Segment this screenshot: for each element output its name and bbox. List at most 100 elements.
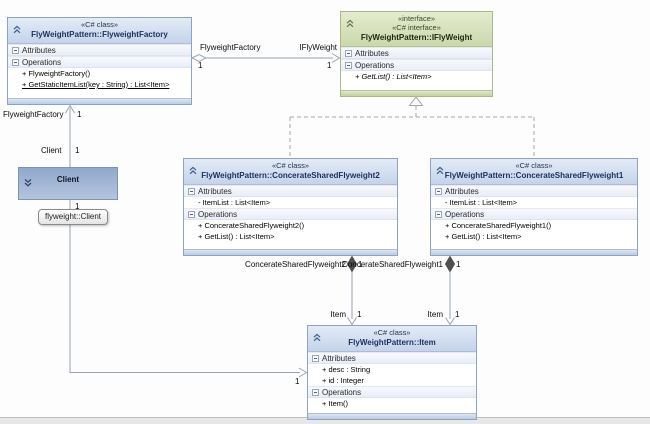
- collapse-minus-icon: [188, 187, 195, 195]
- operations-section-header[interactable]: Operations: [431, 208, 637, 220]
- collapse-chevron-icon[interactable]: [312, 329, 322, 342]
- multiplicity-label: 1: [357, 310, 362, 319]
- role-label: Item: [427, 310, 443, 319]
- member-row[interactable]: + id : Integer: [322, 376, 364, 385]
- collapse-minus-icon: [188, 210, 195, 218]
- multiplicity-label: 1: [295, 377, 300, 386]
- attributes-section-header[interactable]: Attributes: [308, 352, 476, 364]
- section-label: Attributes: [322, 353, 356, 363]
- composition-flyweight1-item[interactable]: [444, 255, 456, 326]
- operations-section-header[interactable]: Operations: [184, 208, 397, 220]
- class-footer-bar: [431, 249, 637, 255]
- interface-title: FlyWeightPattern::IFlyWeight: [360, 33, 473, 42]
- attributes-section-header[interactable]: Attributes: [184, 185, 397, 197]
- class-stereotype: «C# class»: [80, 20, 119, 29]
- multiplicity-label: 1: [75, 202, 80, 211]
- interface-stereotype: «interface»: [397, 14, 436, 23]
- class-title: FlyWeightPattern::ConcerateSharedFlyweig…: [201, 171, 380, 180]
- composition-flyweight2-item[interactable]: [346, 255, 358, 326]
- interface-stereotype-csharp: «C# interface»: [392, 23, 441, 32]
- member-row[interactable]: + FlyweightFactory(): [22, 69, 91, 78]
- realization-connector[interactable]: [289, 96, 535, 157]
- interface-header: «interface» «C# interface» FlyWeightPatt…: [341, 12, 492, 47]
- multiplicity-label: 1: [327, 61, 332, 70]
- member-row[interactable]: + GetStaticItemList(key : String) : List…: [22, 80, 170, 89]
- operations-section-header[interactable]: Operations: [341, 59, 492, 71]
- collapse-chevron-icon[interactable]: [12, 21, 22, 34]
- member-row[interactable]: + ConcerateSharedFlyweight1(): [445, 221, 552, 230]
- role-label: IFlyWeight: [299, 43, 337, 52]
- tooltip: flyweight::Client: [38, 209, 109, 225]
- member-row[interactable]: + ConcerateSharedFlyweight2(): [198, 221, 305, 230]
- association-client-factory[interactable]: [65, 104, 75, 168]
- class-header: «C# class» FlyWeightPattern::FlyweightFa…: [8, 18, 191, 44]
- role-label: FlyweightFactory: [200, 43, 261, 52]
- association-client-item[interactable]: [69, 200, 308, 378]
- multiplicity-label: 1: [455, 310, 460, 319]
- role-label: Client: [41, 146, 62, 155]
- class-stereotype: «C# class»: [515, 161, 553, 170]
- collapse-minus-icon: [12, 58, 19, 66]
- member-row[interactable]: + desc : String: [322, 365, 371, 374]
- class-title: FlyWeightPattern::ConcerateSharedFlyweig…: [444, 171, 624, 180]
- section-label: Operations: [355, 60, 395, 70]
- role-label: FlyweightFactory: [3, 110, 64, 119]
- section-label: Attributes: [355, 48, 389, 58]
- class-box-client[interactable]: Client: [18, 167, 118, 200]
- section-label: Attributes: [445, 186, 479, 196]
- association-factory-iflyweight[interactable]: [190, 53, 341, 63]
- collapse-minus-icon: [345, 49, 352, 57]
- collapse-minus-icon: [345, 61, 352, 69]
- class-box-shared-flyweight1[interactable]: «C# class» FlyWeightPattern::ConcerateSh…: [430, 158, 638, 256]
- role-label: ConcerateSharedFlyweight1: [342, 260, 443, 269]
- multiplicity-label: 1: [77, 110, 82, 119]
- class-header: «C# class» FlyWeightPattern::ConcerateSh…: [431, 159, 637, 185]
- class-title: FlyWeightPattern::FlyweightFactory: [31, 30, 168, 39]
- member-row[interactable]: + Item(): [322, 399, 349, 408]
- class-footer-bar: [8, 98, 191, 104]
- role-label: ConcerateSharedFlyweight2: [245, 260, 346, 269]
- class-box-flyweight-factory[interactable]: «C# class» FlyWeightPattern::FlyweightFa…: [7, 17, 192, 105]
- operations-section-header[interactable]: Operations: [308, 386, 476, 398]
- expand-chevron-icon[interactable]: [23, 174, 33, 187]
- collapse-minus-icon: [435, 187, 442, 195]
- member-row[interactable]: + GetList() : List<Item>: [445, 232, 522, 241]
- section-label: Operations: [198, 209, 238, 219]
- collapse-minus-icon: [312, 388, 319, 396]
- class-stereotype: «C# class»: [373, 328, 411, 337]
- class-box-item[interactable]: «C# class» FlyWeightPattern::Item Attrib…: [307, 325, 477, 420]
- interface-box-iflyweight[interactable]: «interface» «C# interface» FlyWeightPatt…: [340, 11, 493, 97]
- interface-footer-bar: [341, 90, 492, 96]
- operations-section-header[interactable]: Operations: [8, 56, 191, 68]
- member-row[interactable]: - ItemList : List<Item>: [445, 198, 518, 207]
- section-label: Attributes: [198, 186, 232, 196]
- collapse-chevron-icon[interactable]: [188, 162, 198, 175]
- multiplicity-label: 1: [198, 61, 203, 70]
- class-box-shared-flyweight2[interactable]: «C# class» FlyWeightPattern::ConcerateSh…: [183, 158, 398, 256]
- attributes-section-header[interactable]: Attributes: [431, 185, 637, 197]
- collapse-minus-icon: [435, 210, 442, 218]
- class-stereotype: «C# class»: [271, 161, 310, 170]
- class-title: FlyWeightPattern::Item: [348, 338, 436, 347]
- class-header: «C# class» FlyWeightPattern::Item: [308, 326, 476, 352]
- member-row[interactable]: + GetList() : List<Item>: [355, 72, 432, 81]
- class-footer-bar: [184, 249, 397, 255]
- section-label: Operations: [445, 209, 485, 219]
- collapse-chevron-icon[interactable]: [435, 162, 445, 175]
- attributes-section-header[interactable]: Attributes: [8, 44, 191, 56]
- section-label: Operations: [22, 57, 62, 67]
- class-title: Client: [56, 175, 80, 184]
- member-row[interactable]: + GetList() : List<Item>: [198, 232, 275, 241]
- multiplicity-label: 1: [75, 146, 80, 155]
- collapse-minus-icon: [312, 354, 319, 362]
- multiplicity-label: 1: [456, 260, 461, 269]
- multiplicity-label: 1: [358, 260, 363, 269]
- section-label: Attributes: [22, 45, 56, 55]
- attributes-section-header[interactable]: Attributes: [341, 47, 492, 59]
- member-row[interactable]: - ItemList : List<Item>: [198, 198, 271, 207]
- class-header: «C# class» FlyWeightPattern::ConcerateSh…: [184, 159, 397, 185]
- collapse-minus-icon: [12, 46, 19, 54]
- collapse-chevron-icon[interactable]: [345, 15, 355, 28]
